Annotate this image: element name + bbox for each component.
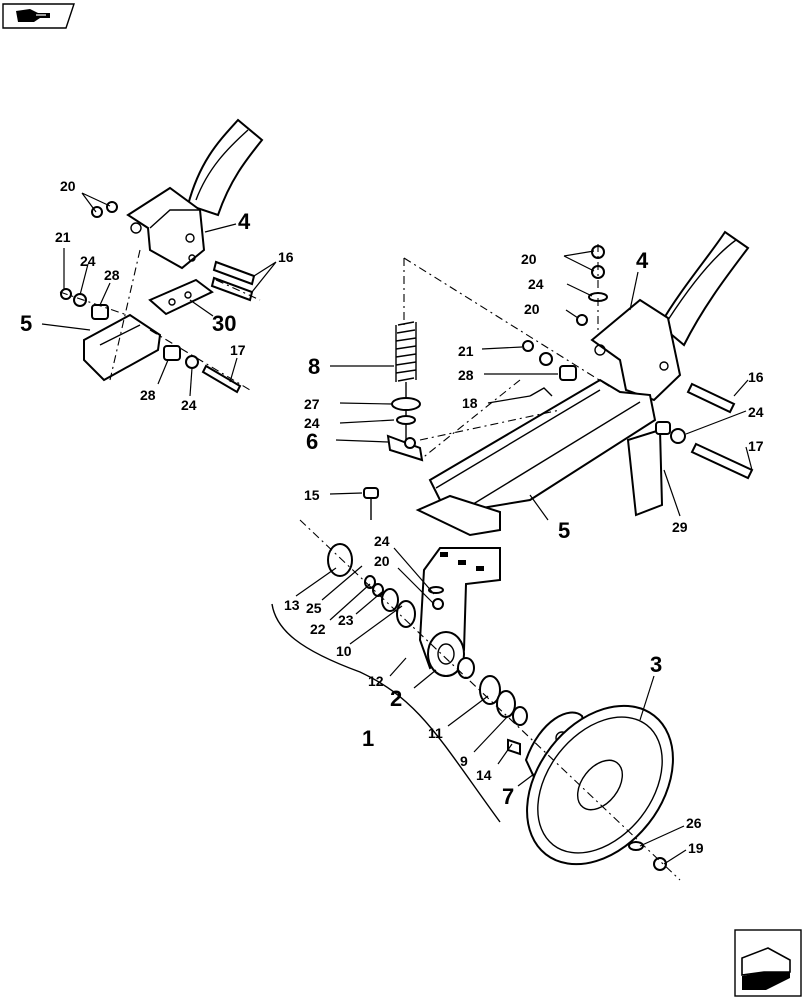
callout-14: 14 xyxy=(476,767,492,783)
callout-10: 10 xyxy=(336,643,352,659)
callout-29: 29 xyxy=(672,519,688,535)
callout-21: 21 xyxy=(55,229,71,245)
callout-7: 7 xyxy=(502,784,514,809)
back-nav-button[interactable] xyxy=(2,3,75,29)
callout-26: 26 xyxy=(686,815,702,831)
callout-5: 5 xyxy=(558,518,570,543)
callout-17: 17 xyxy=(230,342,246,358)
callout-9: 9 xyxy=(460,753,468,769)
callout-21: 21 xyxy=(458,343,474,359)
callout-24: 24 xyxy=(181,397,197,413)
callout-16: 16 xyxy=(748,369,764,385)
leader-lines xyxy=(41,192,753,865)
callout-4: 4 xyxy=(636,248,649,273)
callout-24: 24 xyxy=(748,404,764,420)
callout-5: 5 xyxy=(20,311,32,336)
callout-28: 28 xyxy=(458,367,474,383)
page-forward-arrow-icon xyxy=(741,947,791,990)
callout-4: 4 xyxy=(238,209,251,234)
callout-8: 8 xyxy=(308,354,320,379)
callout-20: 20 xyxy=(524,301,540,317)
next-page-button[interactable] xyxy=(734,929,802,997)
callout-20: 20 xyxy=(60,178,76,194)
callout-15: 15 xyxy=(304,487,320,503)
callout-19: 19 xyxy=(688,840,704,856)
upper-left-assembly xyxy=(59,118,264,394)
callout-24: 24 xyxy=(374,533,390,549)
callout-25: 25 xyxy=(306,600,322,616)
callout-2: 2 xyxy=(390,686,402,711)
main-assembly xyxy=(271,230,754,881)
callout-23: 23 xyxy=(338,612,354,628)
callout-24: 24 xyxy=(80,253,96,269)
callout-6: 6 xyxy=(306,429,318,454)
callout-28: 28 xyxy=(140,387,156,403)
hand-pointer-icon xyxy=(16,9,50,22)
callout-11: 11 xyxy=(428,725,443,741)
callout-24: 24 xyxy=(528,276,544,292)
callout-22: 22 xyxy=(310,621,326,637)
callout-24: 24 xyxy=(304,415,320,431)
callout-18: 18 xyxy=(462,395,478,411)
callout-13: 13 xyxy=(284,597,300,613)
callout-20: 20 xyxy=(521,251,537,267)
callout-16: 16 xyxy=(278,249,294,265)
callout-17: 17 xyxy=(748,438,764,454)
callout-30: 30 xyxy=(212,311,236,336)
callout-28: 28 xyxy=(104,267,120,283)
callout-labels: 20 21 24 28 5 4 16 30 17 28 24 20 24 20 … xyxy=(20,178,764,856)
callout-3: 3 xyxy=(650,652,662,677)
callout-12: 12 xyxy=(368,673,384,689)
callout-20: 20 xyxy=(374,553,390,569)
disc-blade xyxy=(526,704,674,866)
callout-1: 1 xyxy=(362,726,374,751)
callout-27: 27 xyxy=(304,396,320,412)
